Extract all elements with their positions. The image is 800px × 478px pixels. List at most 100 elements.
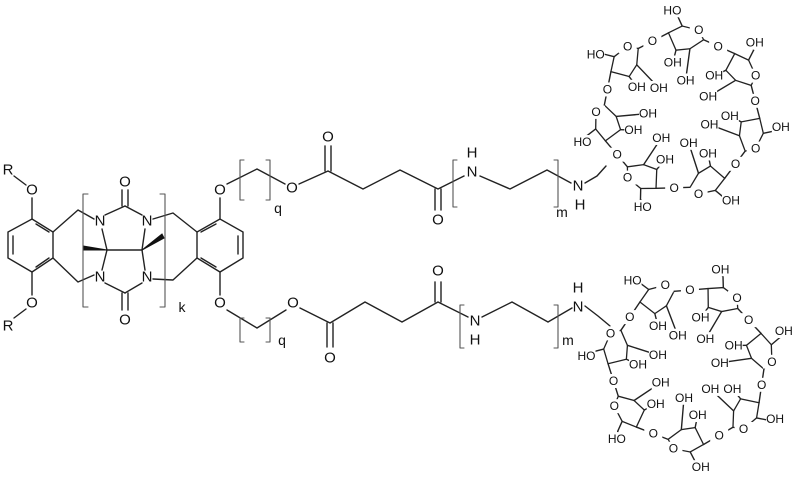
ring-oxygen: O	[694, 187, 703, 201]
atom-O: O	[432, 212, 444, 229]
atom-O: O	[119, 174, 131, 191]
hydroxyl-inner: OH	[656, 153, 674, 167]
hydroxyl-inner: OH	[639, 107, 657, 121]
atom-N: N	[573, 178, 584, 195]
ring-oxygen: O	[591, 105, 600, 119]
atom-N: N	[470, 313, 481, 330]
ring-oxygen: O	[751, 142, 760, 156]
atom-O: O	[432, 263, 444, 280]
hydroxyl-outer: HO	[587, 48, 605, 62]
glycosidic-oxygen: O	[731, 157, 740, 171]
hydroxyl-inner: OH	[652, 131, 670, 145]
hydroxyl-inner: OH	[650, 81, 668, 95]
glycosidic-oxygen: O	[744, 313, 753, 327]
atom-H: H	[470, 332, 481, 349]
hydroxyl-inner: OH	[699, 90, 717, 104]
hydroxyl-outer: OH	[772, 120, 790, 134]
hydroxyl-inner: OH	[711, 356, 729, 370]
bracket-q-lower-right	[265, 317, 271, 343]
hydroxyl-outer: HO	[634, 200, 652, 214]
ring-oxygen: O	[623, 39, 632, 53]
hydroxyl-outer: OH	[692, 460, 710, 474]
glycosidic-oxygen: O	[751, 94, 760, 108]
ring-oxygen: O	[751, 69, 760, 83]
ring-oxygen: O	[669, 442, 678, 456]
right-benzene-ring	[196, 218, 244, 273]
subscript-m-lower: m	[562, 332, 574, 348]
hydroxyl-inner: OH	[696, 332, 714, 346]
atom-N: N	[142, 269, 153, 286]
bracket-m-upper-left	[452, 159, 458, 208]
hydroxyl-inner: OH	[680, 136, 698, 150]
ring-oxygen: O	[739, 422, 748, 436]
atom-O: O	[287, 295, 299, 312]
hydroxyl-inner: OH	[675, 391, 693, 405]
glycosidic-oxygen: O	[625, 310, 634, 324]
hydroxyl-inner: OH	[652, 376, 670, 390]
glycosidic-oxygen: O	[648, 34, 657, 48]
subscript-m-upper: m	[556, 204, 568, 220]
hydroxyl-inner: OH	[692, 311, 710, 325]
atom-O: O	[286, 180, 298, 197]
left-benzene-ring	[7, 218, 54, 273]
hydroxyl-inner: OH	[647, 397, 665, 411]
hydroxyl-outer: HO	[663, 3, 681, 17]
methyl-wedge-right	[141, 233, 165, 251]
glycosidic-oxygen: O	[685, 283, 694, 297]
atom-labels: R O O R N N N N O O k O O q O O O N H m …	[3, 129, 586, 367]
atom-O: O	[324, 350, 336, 367]
ring-oxygen: O	[606, 326, 615, 340]
atom-R-top: R	[3, 162, 14, 179]
ring-oxygen: O	[610, 399, 619, 413]
atom-H: H	[575, 197, 586, 214]
glucose-unit: OH OH OH OO	[635, 390, 710, 475]
upper-linker-chain	[226, 145, 607, 211]
methyl-wedge-left	[82, 245, 108, 251]
lower-linker-chain	[226, 281, 611, 349]
hydroxyl-inner: OH	[705, 69, 723, 83]
hydroxyl-inner: OH	[699, 146, 717, 160]
hydroxyl-inner: OH	[628, 80, 646, 94]
hydroxyl-inner: OH	[700, 117, 718, 131]
ring-oxygen: O	[767, 355, 776, 369]
hydroxyl-outer: HO	[574, 135, 592, 149]
hydroxyl-inner: OH	[721, 109, 739, 123]
glucose-unit: OH OH OH OO	[699, 35, 765, 120]
hydroxyl-inner: OH	[669, 329, 687, 343]
hydroxyl-outer: OH	[766, 412, 784, 426]
glucose-unit: HO OH OH O O	[586, 32, 670, 95]
hydroxyl-outer: HO	[577, 349, 595, 363]
hydroxyl-inner: OH	[723, 382, 741, 396]
hydroxyl-inner: OH	[689, 408, 707, 422]
atom-N: N	[95, 269, 106, 286]
hydroxyl-outer: OH	[775, 324, 793, 338]
subscript-q-lower: q	[278, 332, 286, 348]
atom-O: O	[322, 129, 334, 146]
subscript-k: k	[179, 299, 187, 315]
glucose-unit: HO OH OH OO	[573, 70, 658, 150]
ring-oxygen: O	[694, 23, 703, 37]
atom-H: H	[467, 145, 478, 162]
glycosidic-oxygen: O	[603, 82, 612, 96]
glycosidic-oxygen: O	[649, 427, 658, 441]
atom-O: O	[214, 182, 226, 199]
hydroxyl-outer: OH	[746, 36, 764, 50]
hydroxyl-inner: OH	[624, 123, 642, 137]
bracket-m-upper-right	[553, 159, 559, 208]
glycosidic-oxygen: O	[609, 374, 618, 388]
atom-N: N	[142, 213, 153, 230]
ring-oxygen: O	[623, 171, 632, 185]
atom-R-bottom: R	[3, 318, 14, 335]
bracket-q-upper-right	[265, 159, 271, 201]
bracket-k-left	[82, 193, 89, 308]
